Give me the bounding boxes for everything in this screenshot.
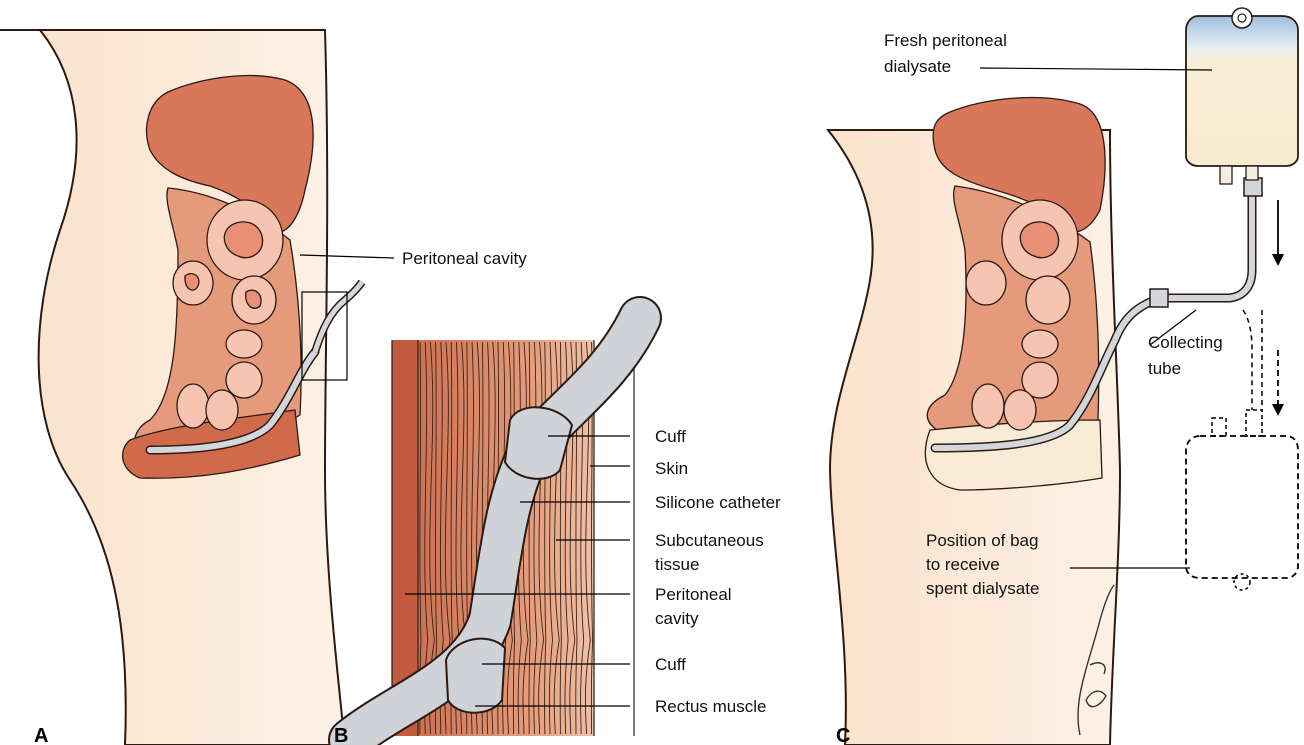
panel-label-b: B [334,725,348,745]
label-position-3: spent dialysate [926,579,1039,598]
label-skin: Skin [655,459,688,478]
label-peritoneal-b-1: Peritoneal [655,585,732,604]
bowel-loop-4 [226,330,262,358]
label-fresh-dialysate-2: dialysate [884,57,951,76]
collecting-tube [1115,190,1252,340]
label-fresh-dialysate-1: Fresh peritoneal [884,31,1007,50]
label-collecting-2: tube [1148,359,1181,378]
label-peritoneal-b-2: cavity [655,609,699,628]
label-cuff-bottom: Cuff [655,655,686,674]
dashed-drain-tube [1243,310,1262,410]
label-position-2: to receive [926,555,1000,574]
label-position-1: Position of bag [926,531,1038,550]
panel-label-c: C [836,725,850,745]
bowel-loop-5 [226,362,262,398]
bowel-loop-6 [177,384,209,428]
connector-c [1150,289,1168,307]
label-rectus-muscle: Rectus muscle [655,697,766,716]
label-collecting-1: Collecting [1148,333,1223,352]
fresh-dialysate-bag [1186,16,1298,166]
label-peritoneal-cavity-a: Peritoneal cavity [402,249,527,268]
label-silicone-catheter: Silicone catheter [655,493,781,512]
label-cuff-top: Cuff [655,427,686,446]
cuff-bottom-b [446,639,505,713]
panel-label-a: A [34,725,48,745]
panel-c-figure: Fresh peritoneal dialysate Collecting tu… [828,8,1298,745]
spent-dialysate-bag [1186,436,1298,578]
label-subcutaneous-1: Subcutaneous [655,531,764,550]
label-subcutaneous-2: tissue [655,555,699,574]
fluid-layer-c [925,420,1102,490]
bowel-loop-7 [206,390,238,430]
panel-b-figure: Cuff Skin Silicone catheter Subcutaneous… [334,318,781,745]
